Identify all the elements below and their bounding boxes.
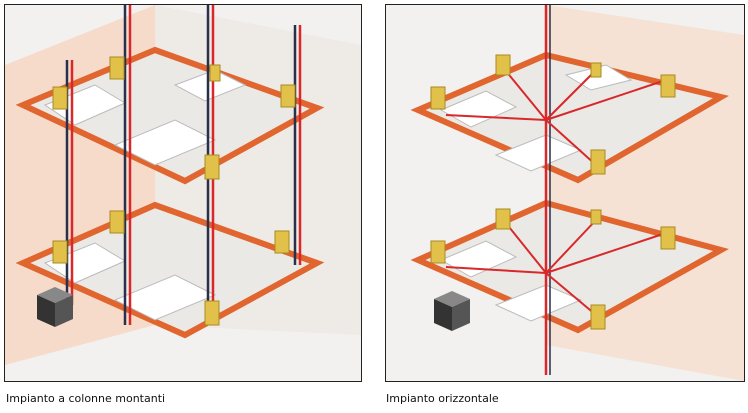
caption-horizontal: Impianto orizzontale	[386, 392, 499, 405]
boiler-icon	[37, 287, 73, 327]
caption-risers: Impianto a colonne montanti	[6, 392, 166, 405]
figure-vertical-risers	[4, 4, 362, 382]
illustration-risers	[5, 5, 361, 365]
figure-horizontal-system	[385, 4, 745, 382]
boiler-icon	[434, 291, 470, 331]
illustration-horizontal	[410, 5, 744, 381]
